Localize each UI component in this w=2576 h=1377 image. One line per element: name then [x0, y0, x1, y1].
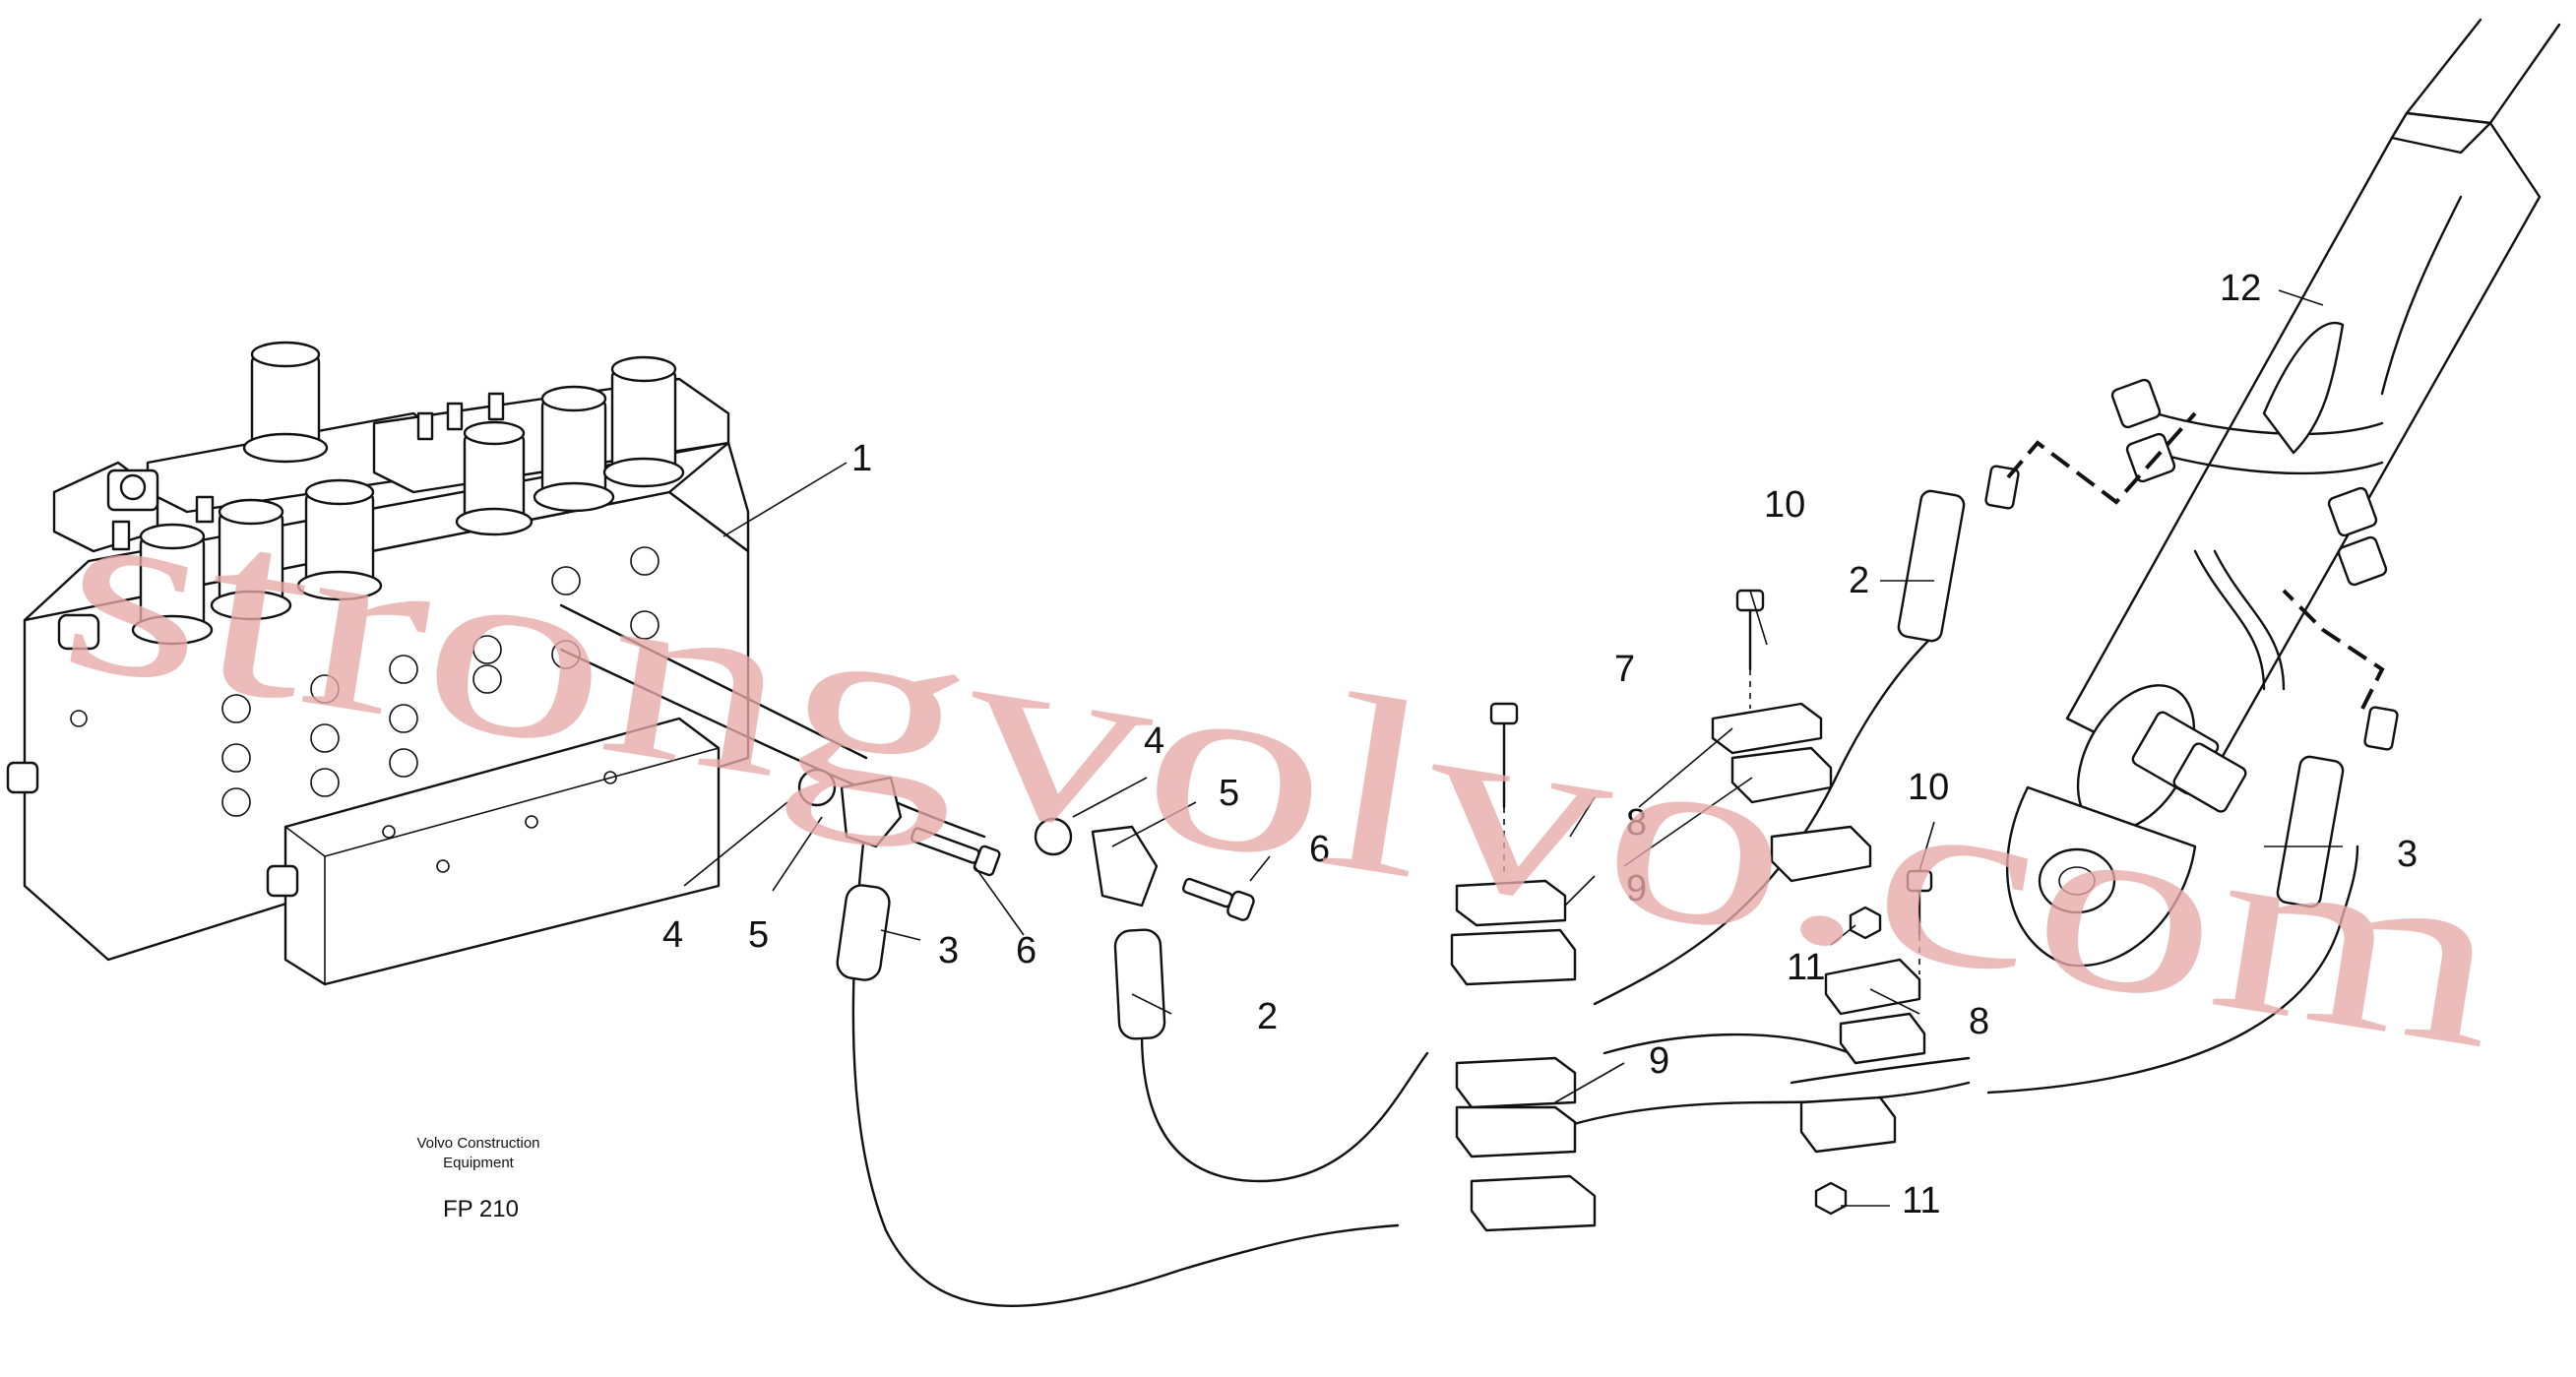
callout-2-upper: 2	[1849, 560, 1869, 601]
callout-6-right: 6	[1309, 829, 1330, 870]
callout-10-lower: 10	[1908, 767, 1949, 808]
callout-8-upper: 8	[1626, 802, 1647, 844]
solenoid-coils	[131, 341, 685, 646]
callout-11-lower: 11	[1902, 1180, 1940, 1221]
callout-10-upper: 10	[1764, 484, 1805, 526]
brand-block: Volvo Construction Equipment FP 210	[416, 1135, 539, 1222]
callout-5-right: 5	[1219, 773, 1239, 814]
callout-3-left: 3	[938, 930, 959, 971]
clamp-assemblies	[1450, 589, 1933, 1232]
hoses	[559, 603, 2359, 1308]
brand-line-2: Equipment	[443, 1155, 515, 1171]
top-fittings	[57, 392, 505, 651]
callout-4-right: 4	[1144, 720, 1164, 762]
callout-8-lower: 8	[1969, 1001, 1989, 1042]
callout-2-lower: 2	[1257, 996, 1278, 1037]
callout-9-lower: 9	[1649, 1040, 1669, 1082]
callout-9-upper: 9	[1626, 868, 1647, 909]
valve-ports	[70, 546, 660, 873]
callout-12: 12	[2220, 268, 2261, 309]
brand-line-1: Volvo Construction	[416, 1135, 539, 1152]
callout-4-left: 4	[662, 914, 683, 956]
callout-11-upper: 11	[1787, 947, 1825, 988]
hose-fittings	[797, 768, 1255, 921]
leader-lines	[683, 289, 2343, 1207]
callout-3-right: 3	[2397, 834, 2418, 875]
watermark-text: strongvolvo.com	[46, 443, 2520, 1102]
hose-end-sleeves	[836, 465, 2399, 1040]
hydraulic-cylinder	[2006, 18, 2561, 968]
callout-6-left: 6	[1016, 930, 1037, 971]
callout-5-left: 5	[748, 914, 769, 956]
watermark: strongvolvo.com	[46, 443, 2520, 1102]
callout-7: 7	[1614, 649, 1635, 690]
callout-labels: 1 2 2 3 3 4 4 5 5 6 6 7 8 8 9 9 10 10 11…	[662, 268, 2418, 1221]
side-plugs	[6, 761, 299, 898]
figure-code: FP 210	[443, 1196, 519, 1222]
callout-1: 1	[851, 438, 872, 479]
